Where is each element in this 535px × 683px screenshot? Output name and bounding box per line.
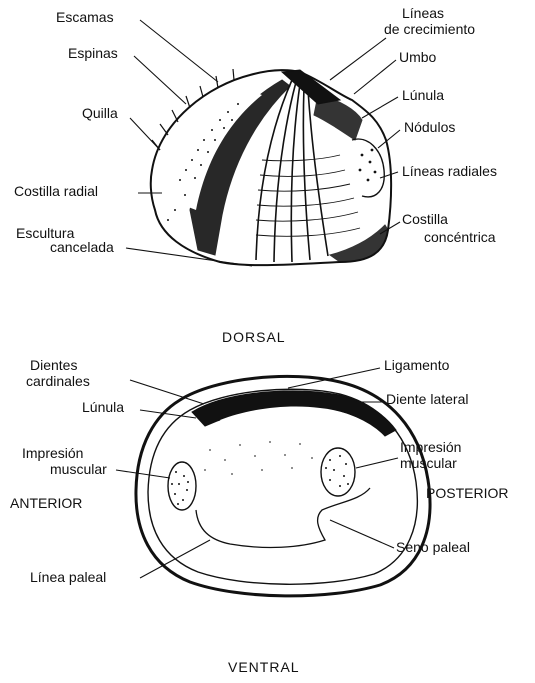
- leader-seno-paleal: [330, 520, 394, 548]
- label-linea-paleal: Línea paleal: [30, 569, 106, 585]
- leader-lunula-top: [362, 97, 398, 118]
- posterior-muscle-scar: [321, 448, 355, 496]
- leader-lineas-radiales: [380, 172, 398, 178]
- leader-impresion-left: [116, 470, 170, 478]
- label-nodulos: Nódulos: [404, 119, 455, 135]
- label-muscular-left: muscular: [50, 461, 107, 477]
- label-costilla-radial: Costilla radial: [14, 183, 98, 199]
- leader-lineas-crecimiento: [330, 38, 386, 80]
- label-escamas: Escamas: [56, 9, 114, 25]
- label-lineas: Líneas: [402, 5, 444, 21]
- label-umbo: Umbo: [399, 49, 437, 65]
- top-labels: Escamas Líneas de crecimiento Espinas Um…: [14, 5, 497, 266]
- label-impresion-left: Impresión: [22, 445, 83, 461]
- leader-nodulos: [378, 130, 400, 148]
- label-seno-paleal: Seno paleal: [396, 539, 470, 555]
- label-posterior: POSTERIOR: [426, 485, 508, 501]
- leader-espinas: [134, 56, 186, 104]
- label-anterior: ANTERIOR: [10, 495, 82, 511]
- label-costilla: Costilla: [402, 211, 448, 227]
- leader-quilla: [130, 118, 160, 150]
- label-de-crecimiento: de crecimiento: [384, 21, 475, 37]
- label-cardinales: cardinales: [26, 373, 90, 389]
- shell-interior: [136, 376, 430, 595]
- label-dorsal: DORSAL: [222, 329, 286, 345]
- label-cancelada: cancelada: [50, 239, 114, 255]
- label-concentrica: concéntrica: [424, 229, 496, 245]
- shell-exterior: [151, 69, 391, 265]
- label-lineas-radiales: Líneas radiales: [402, 163, 497, 179]
- label-espinas: Espinas: [68, 45, 118, 61]
- label-impresion-right: Impresión: [400, 439, 461, 455]
- label-lunula-top: Lúnula: [402, 87, 444, 103]
- anterior-muscle-scar: [168, 462, 196, 510]
- label-lunula-bottom: Lúnula: [82, 399, 124, 415]
- leader-umbo: [354, 60, 396, 94]
- label-muscular-right: muscular: [400, 455, 457, 471]
- label-quilla: Quilla: [82, 105, 118, 121]
- label-dientes: Dientes: [30, 357, 77, 373]
- label-diente-lateral: Diente lateral: [386, 391, 469, 407]
- label-ventral: VENTRAL: [228, 659, 300, 675]
- label-ligamento: Ligamento: [384, 357, 450, 373]
- leader-impresion-right: [356, 458, 398, 468]
